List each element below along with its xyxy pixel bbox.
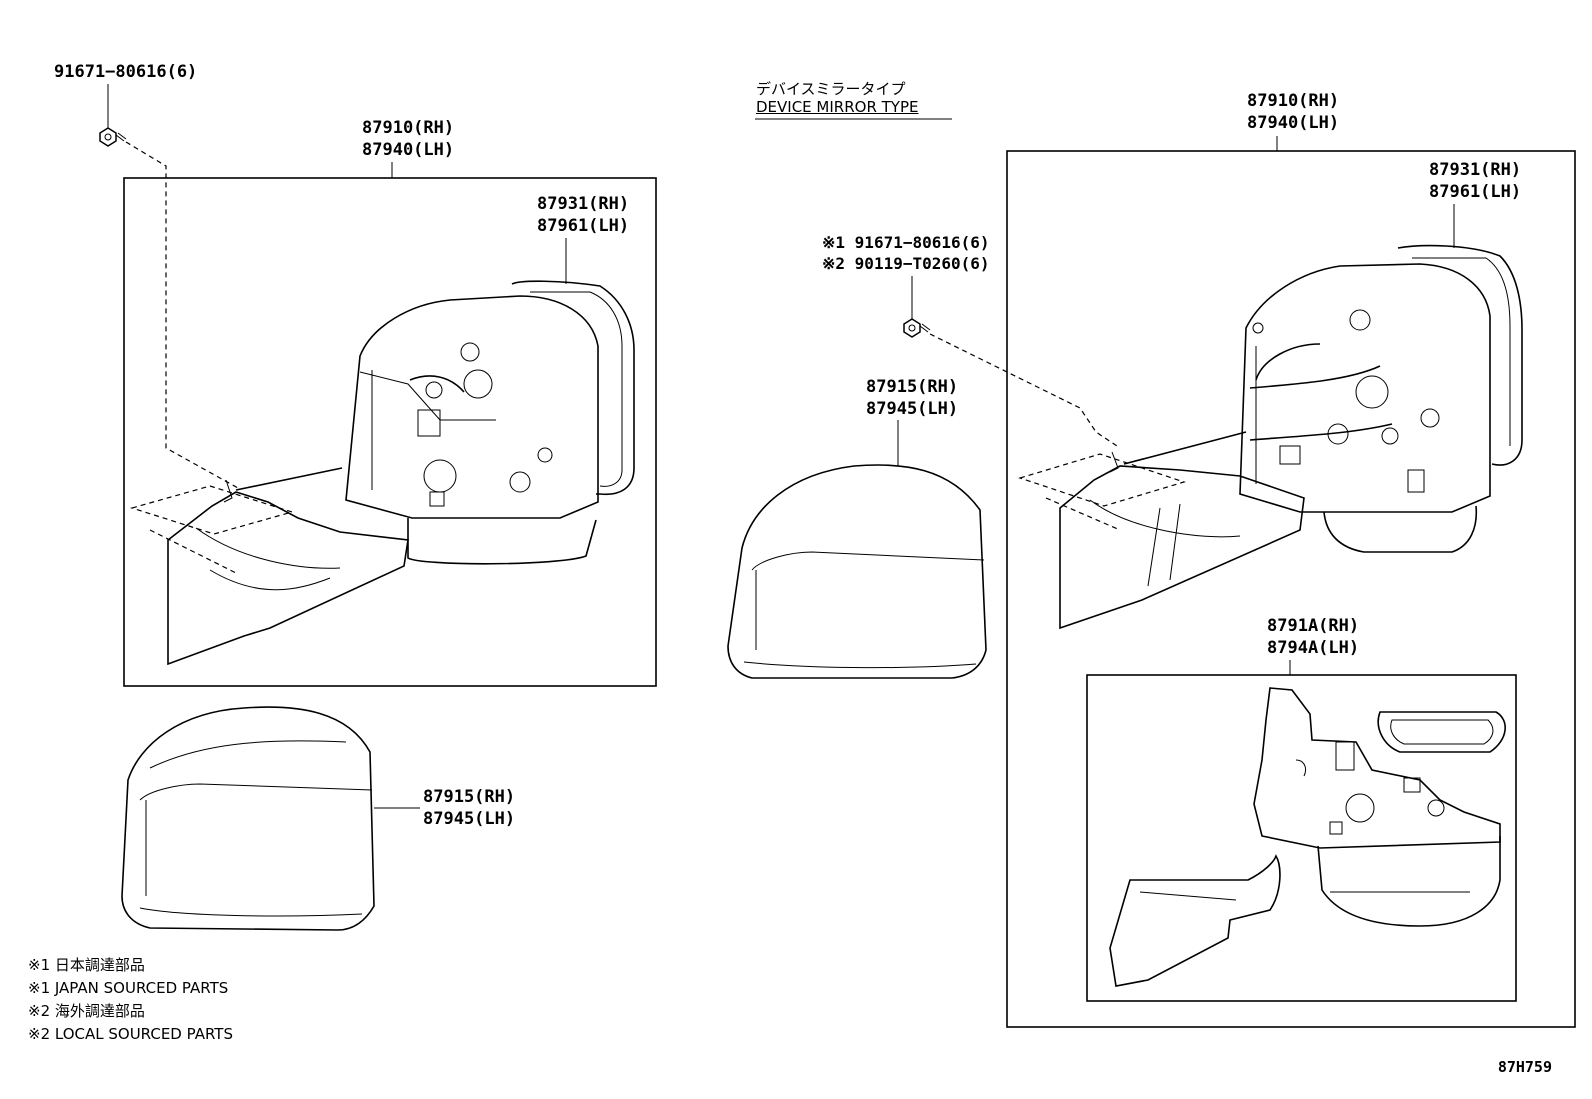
left-cover-lh-part-number: 87945(LH) <box>423 809 516 829</box>
right-sub-assembly-lh-part-number: 8794A(LH) <box>1267 638 1360 658</box>
right-glass-rh-part-number: 87931(RH) <box>1429 160 1522 180</box>
note-local-jp: ※2 海外調達部品 <box>28 1002 145 1020</box>
right-mirror-arm <box>1018 431 1478 630</box>
left-mirror-cover <box>121 706 420 931</box>
device-mirror-heading: デバイスミラータイプ DEVICE MIRROR TYPE <box>756 80 919 116</box>
left-cover-rh-part-number: 87915(RH) <box>423 787 516 807</box>
left-glass-lh-part-number: 87961(LH) <box>537 216 630 236</box>
device-mirror-heading-en: DEVICE MIRROR TYPE <box>756 98 919 116</box>
right-assembly-lh-part-number: 87940(LH) <box>1247 113 1340 133</box>
right-bolt-icon <box>903 318 931 338</box>
right-mirror-cover <box>727 420 987 679</box>
left-mirror-arm <box>129 467 597 666</box>
right-mirror-housing <box>1239 263 1491 513</box>
right-assembly-frame <box>1006 150 1576 1028</box>
right-bolt-1-part-number: ※1 91671−80616(6) <box>822 233 990 252</box>
left-assembly-rh-part-number: 87910(RH) <box>362 118 455 138</box>
right-glass-lh-part-number: 87961(LH) <box>1429 182 1522 202</box>
note-local-en: ※2 LOCAL SOURCED PARTS <box>28 1025 233 1043</box>
left-glass-rh-part-number: 87931(RH) <box>537 194 630 214</box>
right-bolt-2-part-number: ※2 90119−T0260(6) <box>822 254 990 273</box>
right-assembly-group <box>727 118 1576 1028</box>
right-cover-lh-part-number: 87945(LH) <box>866 399 959 419</box>
note-japan-jp: ※1 日本調達部品 <box>28 956 145 974</box>
left-assembly-group <box>99 84 657 931</box>
left-assembly-lh-part-number: 87940(LH) <box>362 140 455 160</box>
right-sub-assembly-frame <box>1086 674 1517 1002</box>
left-bolt-icon <box>99 127 127 147</box>
left-bolt-part-number: 91671−80616(6) <box>54 62 198 82</box>
right-sub-assembly-parts <box>1109 687 1506 987</box>
note-japan-en: ※1 JAPAN SOURCED PARTS <box>28 979 229 997</box>
diagram-code: 87H759 <box>1497 1058 1552 1076</box>
left-assembly-frame <box>123 177 657 687</box>
left-mirror-housing <box>345 295 599 519</box>
right-cover-rh-part-number: 87915(RH) <box>866 377 959 397</box>
left-mirror-glass <box>511 238 635 496</box>
right-sub-assembly-rh-part-number: 8791A(RH) <box>1267 616 1360 636</box>
right-mirror-glass <box>1397 204 1523 466</box>
device-mirror-heading-jp: デバイスミラータイプ <box>756 80 906 98</box>
right-assembly-rh-part-number: 87910(RH) <box>1247 91 1340 111</box>
